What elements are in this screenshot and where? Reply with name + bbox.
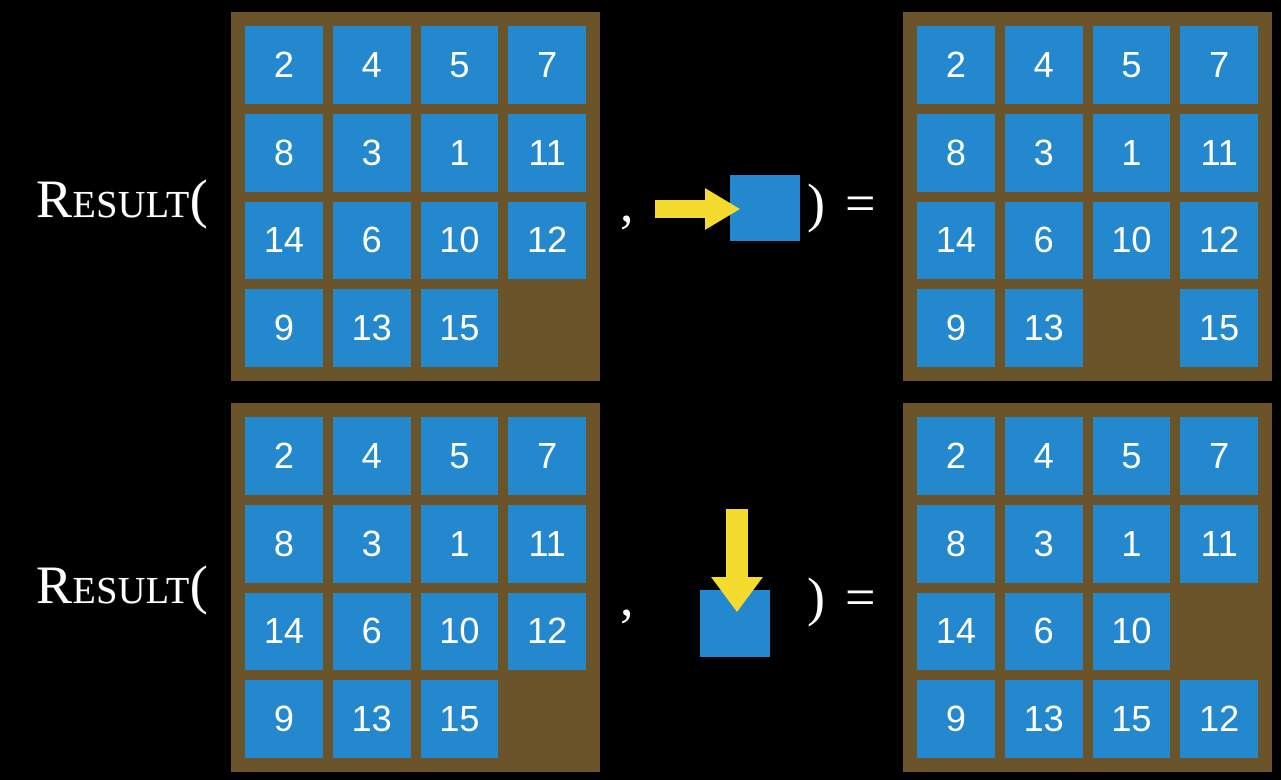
- tile[interactable]: 4: [1004, 417, 1083, 495]
- tile[interactable]: 4: [332, 417, 411, 495]
- tile[interactable]: 4: [332, 26, 411, 104]
- comma-separator: ,: [620, 173, 634, 233]
- arrow-right-icon: [655, 188, 740, 230]
- tile[interactable]: 7: [1180, 417, 1258, 495]
- tile[interactable]: 2: [917, 417, 995, 495]
- tile[interactable]: 12: [508, 201, 586, 280]
- tile[interactable]: 14: [917, 592, 995, 671]
- tile[interactable]: 6: [1004, 201, 1083, 280]
- tile[interactable]: 3: [1004, 504, 1083, 583]
- tile[interactable]: 1: [1092, 504, 1171, 583]
- tile[interactable]: 9: [917, 680, 995, 758]
- input-board-row-1: 2 4 5 7 8 3 1 11 14 6 10 12 9 13 15: [231, 12, 600, 381]
- blank-tile[interactable]: [1180, 593, 1258, 671]
- tile[interactable]: 7: [508, 26, 586, 104]
- tile[interactable]: 15: [1180, 289, 1258, 367]
- input-board-row-2: 2 4 5 7 8 3 1 11 14 6 10 12 9 13 15: [231, 403, 600, 772]
- tile[interactable]: 1: [420, 113, 499, 192]
- tile[interactable]: 9: [917, 289, 995, 367]
- close-paren: ): [807, 567, 825, 627]
- tile[interactable]: 2: [245, 26, 323, 104]
- equals-sign: =: [845, 567, 876, 627]
- tile[interactable]: 5: [420, 417, 499, 495]
- tile[interactable]: 8: [245, 504, 323, 583]
- tile[interactable]: 1: [1092, 113, 1171, 192]
- tile[interactable]: 11: [1180, 113, 1258, 192]
- tile[interactable]: 9: [245, 680, 323, 758]
- equation-row-2: Result( 2 4 5 7 8 3 1 11 14 6 10 12 9 13…: [0, 392, 1281, 780]
- tile[interactable]: 15: [420, 680, 499, 758]
- tile[interactable]: 6: [1004, 592, 1083, 671]
- tile[interactable]: 10: [1092, 592, 1171, 671]
- tile[interactable]: 5: [1092, 417, 1171, 495]
- operator-area-row-1: , ) =: [600, 0, 903, 392]
- tile[interactable]: 11: [508, 504, 586, 583]
- equals-sign: =: [845, 173, 876, 233]
- output-board-row-1: 2 4 5 7 8 3 1 11 14 6 10 12 9 13 15: [903, 12, 1272, 381]
- result-label-row-1: Result(: [36, 169, 209, 229]
- tile[interactable]: 15: [1092, 680, 1171, 758]
- tile[interactable]: 8: [917, 504, 995, 583]
- tile[interactable]: 10: [1092, 201, 1171, 280]
- tile[interactable]: 5: [420, 26, 499, 104]
- tile[interactable]: 8: [245, 113, 323, 192]
- tile[interactable]: 1: [420, 504, 499, 583]
- operator-area-row-2: , ) =: [600, 392, 903, 780]
- tile[interactable]: 14: [917, 201, 995, 280]
- tile[interactable]: 14: [245, 201, 323, 280]
- tile[interactable]: 2: [245, 417, 323, 495]
- tile[interactable]: 12: [1180, 680, 1258, 758]
- output-board-row-2: 2 4 5 7 8 3 1 11 14 6 10 9 13 15 12: [903, 403, 1272, 772]
- tile[interactable]: 6: [332, 592, 411, 671]
- tile[interactable]: 15: [420, 289, 499, 367]
- action-blank-square: [730, 175, 800, 241]
- comma-separator: ,: [620, 567, 634, 627]
- tile[interactable]: 11: [1180, 504, 1258, 583]
- tile[interactable]: 13: [1004, 680, 1083, 758]
- tile[interactable]: 7: [508, 417, 586, 495]
- equation-row-1: Result( 2 4 5 7 8 3 1 11 14 6 10 12 9 13…: [36, 0, 1272, 392]
- blank-tile[interactable]: [1093, 289, 1171, 367]
- result-label-row-2: Result(: [36, 555, 209, 615]
- tile[interactable]: 3: [332, 504, 411, 583]
- blank-tile[interactable]: [508, 680, 586, 758]
- tile[interactable]: 13: [332, 289, 411, 367]
- tile[interactable]: 12: [508, 592, 586, 671]
- tile[interactable]: 3: [1004, 113, 1083, 192]
- blank-tile[interactable]: [508, 289, 586, 367]
- tile[interactable]: 4: [1004, 26, 1083, 104]
- tile[interactable]: 10: [420, 201, 499, 280]
- tile[interactable]: 9: [245, 289, 323, 367]
- tile[interactable]: 5: [1092, 26, 1171, 104]
- tile[interactable]: 11: [508, 113, 586, 192]
- tile[interactable]: 12: [1180, 201, 1258, 280]
- tile[interactable]: 8: [917, 113, 995, 192]
- tile[interactable]: 13: [1004, 289, 1083, 367]
- tile[interactable]: 13: [332, 680, 411, 758]
- close-paren: ): [807, 173, 825, 233]
- tile[interactable]: 7: [1180, 26, 1258, 104]
- arrow-down-icon: [711, 509, 763, 612]
- tile[interactable]: 3: [332, 113, 411, 192]
- tile[interactable]: 6: [332, 201, 411, 280]
- tile[interactable]: 2: [917, 26, 995, 104]
- tile[interactable]: 14: [245, 592, 323, 671]
- tile[interactable]: 10: [420, 592, 499, 671]
